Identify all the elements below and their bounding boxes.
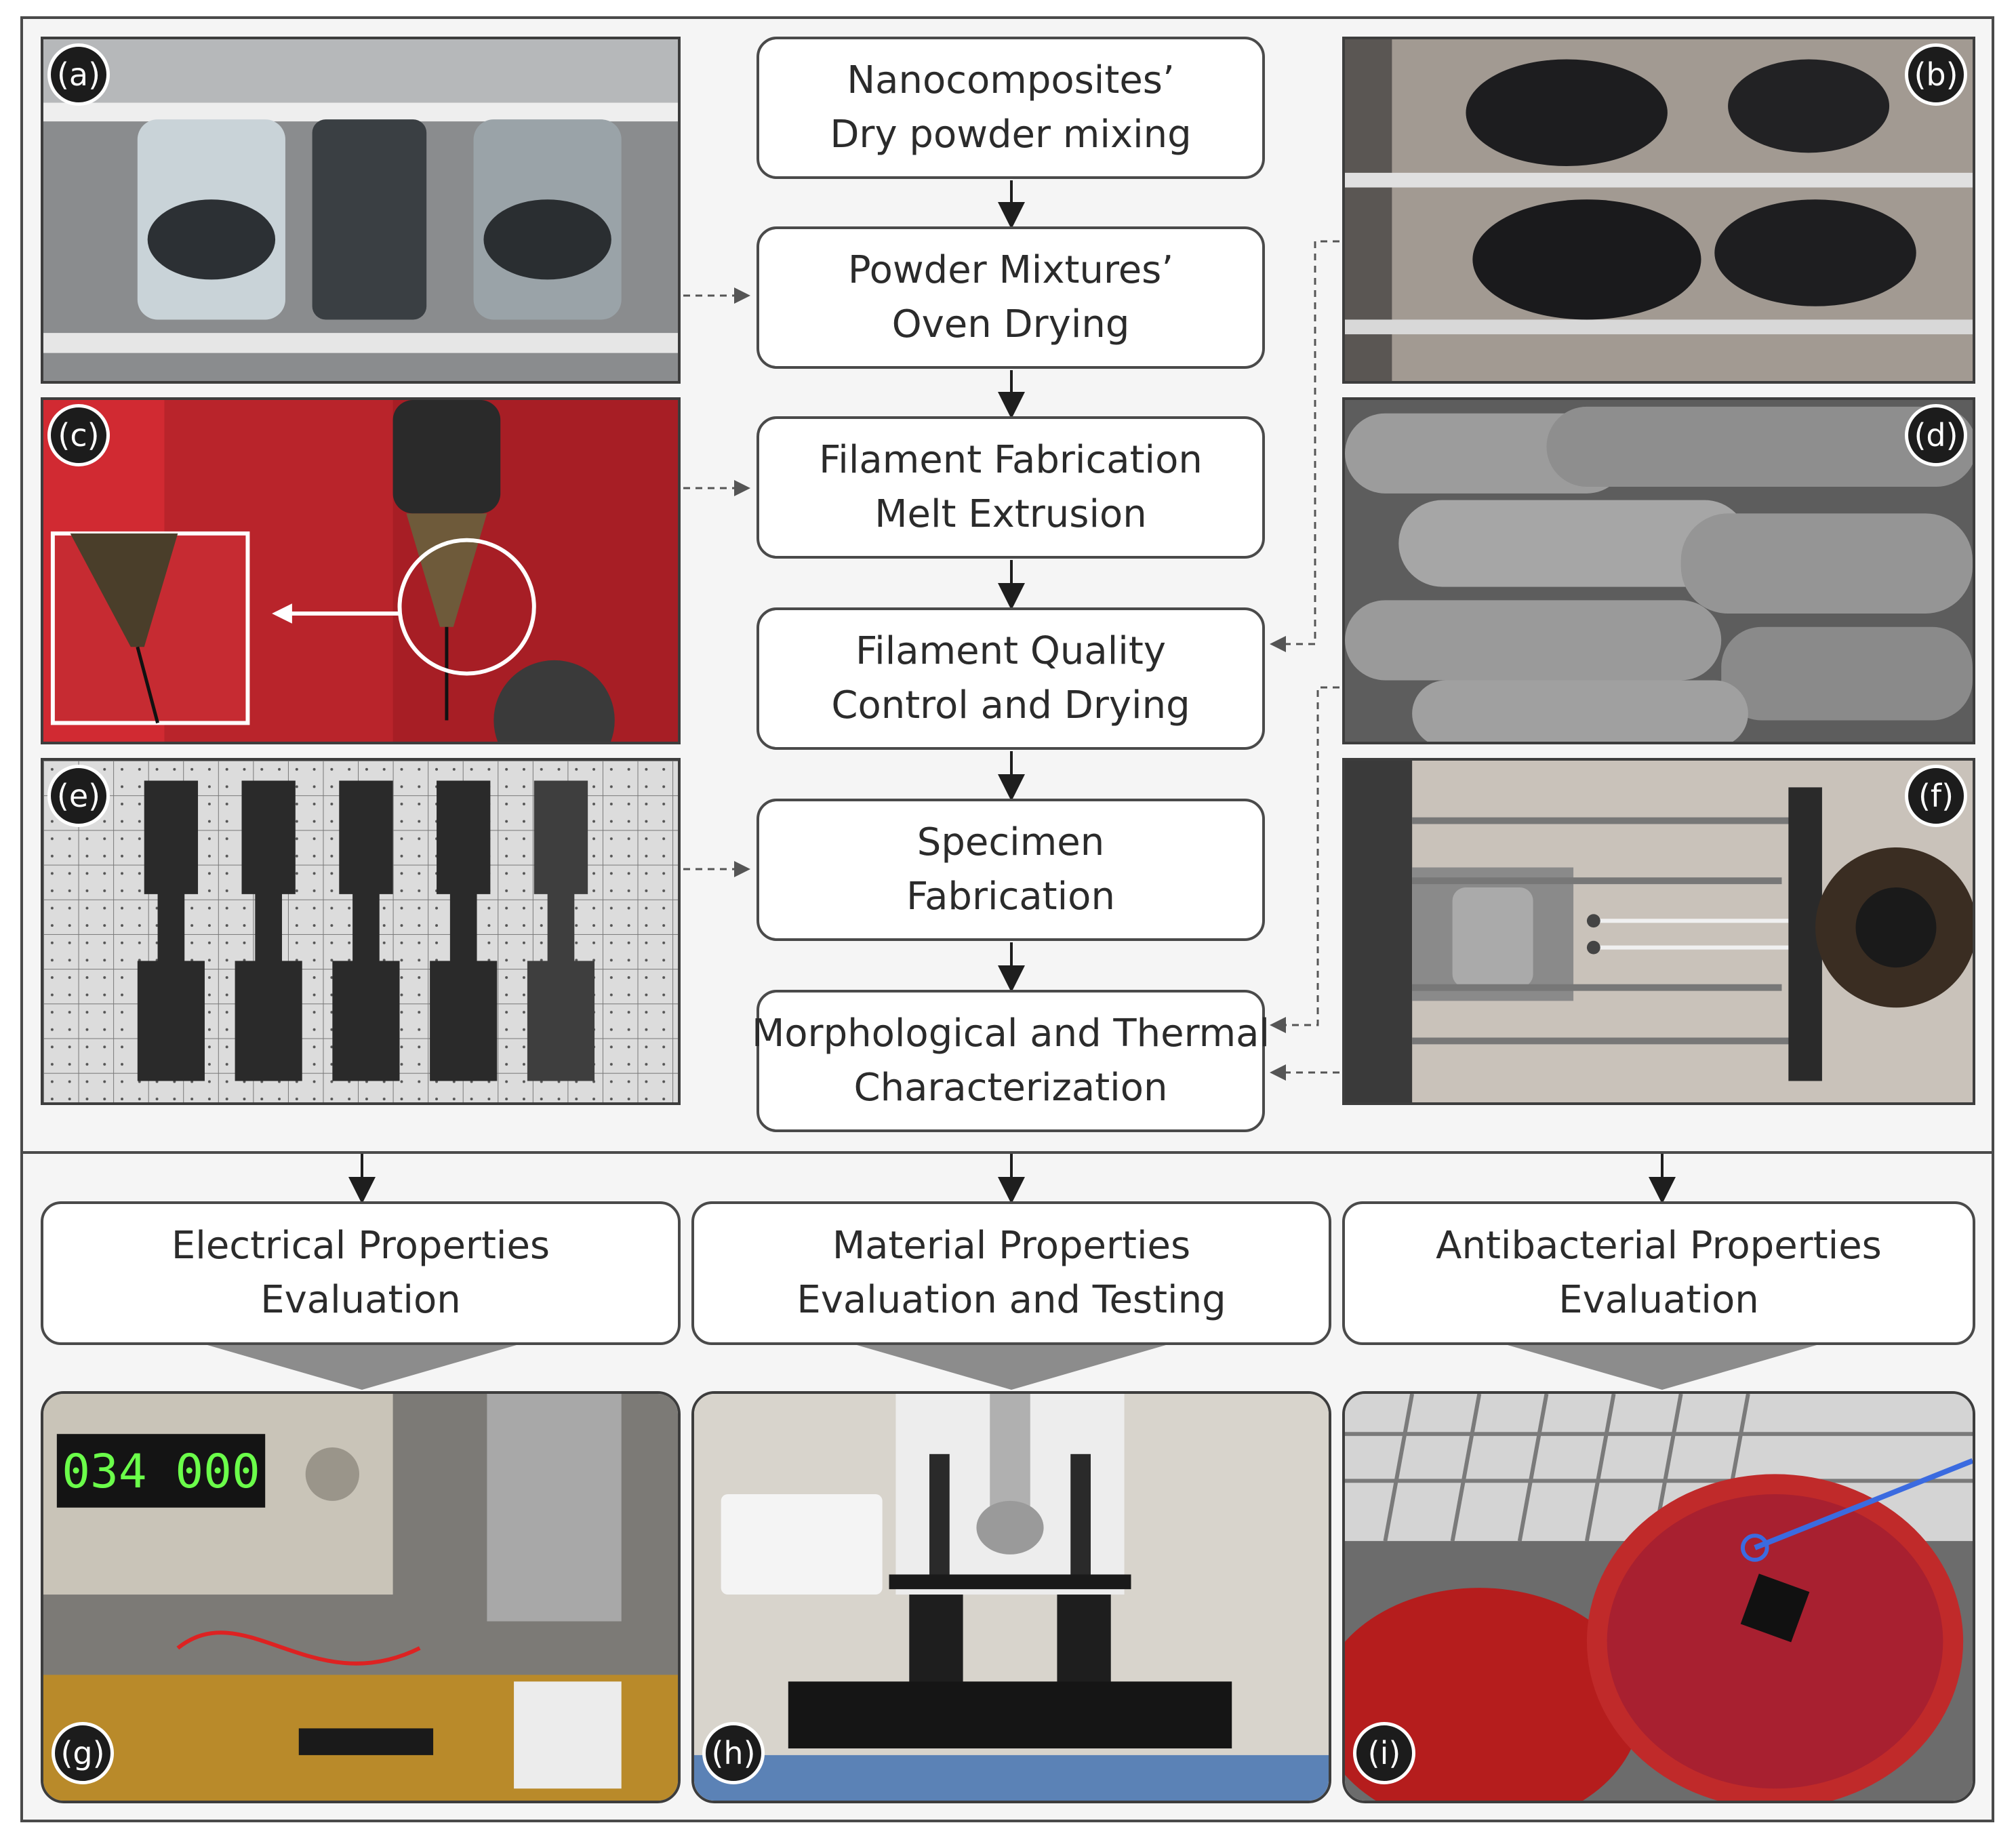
section-divider xyxy=(20,1151,1994,1154)
photo-flexural-test-fixture xyxy=(691,1391,1331,1803)
power-supply-readout: 034 000 xyxy=(62,1445,260,1499)
panel-label-a: (a) xyxy=(47,43,110,106)
panel-label-b: (b) xyxy=(1905,43,1967,106)
photo-electrical-setup: 034 000 xyxy=(41,1391,681,1803)
panel-label-i: (i) xyxy=(1353,1722,1415,1784)
flow-step-powder-mixing: Nanocomposites’Dry powder mixing xyxy=(757,37,1265,179)
panel-label-d: (d) xyxy=(1905,404,1967,466)
panel-label-f: (f) xyxy=(1905,765,1967,827)
photo-petri-dishes xyxy=(1342,1391,1975,1803)
photo-extruder-nozzle xyxy=(41,397,681,744)
panel-label-c: (c) xyxy=(47,404,110,466)
photo-dogbone-specimens xyxy=(41,758,681,1105)
photo-thermal-fixture xyxy=(1342,758,1975,1105)
panel-label-e: (e) xyxy=(47,765,110,827)
panel-label-g: (g) xyxy=(52,1722,114,1784)
photo-beakers-oven xyxy=(41,37,681,384)
panel-label-h: (h) xyxy=(702,1722,765,1784)
photo-filament-spools xyxy=(1342,37,1975,384)
photo-sem-cross-section xyxy=(1342,397,1975,744)
flow-step-oven-drying: Powder Mixtures’Oven Drying xyxy=(757,226,1265,369)
